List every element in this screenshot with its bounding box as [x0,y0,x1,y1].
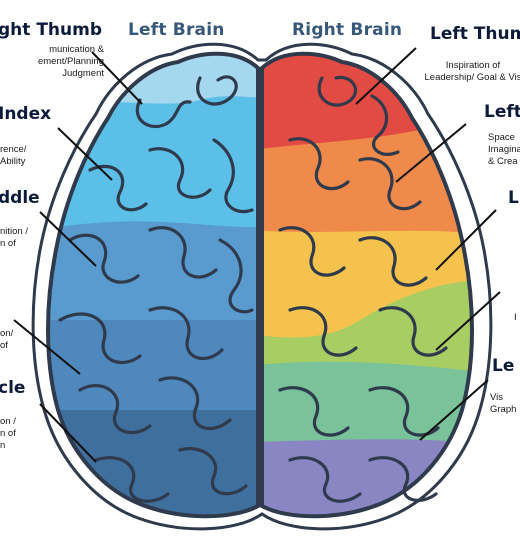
desc-line: & Crea [488,156,518,167]
desc-line: nition / [0,226,28,237]
desc-line: rence/ [0,144,27,155]
desc-line: of [0,340,8,351]
right-zone-5 [262,361,472,450]
left-label-title-3: ddle [0,188,40,208]
leader-line-left-3 [39,211,97,267]
leader-line-left-1 [91,51,143,105]
left-label-desc-3: nition / n of [0,226,28,250]
desc-line: Inspiration of [445,60,501,71]
left-zone-3 [48,221,258,330]
leader-line-right-2 [395,123,467,183]
left-label-desc-4: on/ of [0,328,13,352]
right-label-title-2: Left [484,102,520,122]
desc-line: n [0,440,6,451]
leader-line-left-2 [57,127,113,181]
right-zone-3 [262,230,472,343]
left-label-desc-2: rence/ Ability [0,144,26,168]
right-label-desc-1: Inspiration of Leadership/ Goal & Vis [408,60,520,84]
desc-line: Imaginatio [488,144,520,155]
desc-line: Judgment [62,68,104,79]
right-label-desc-2: Space Imaginatio & Crea [488,132,520,168]
desc-line: ement/Planning [37,56,104,67]
right-label-desc-5: Vis Graph [490,392,516,416]
right-label-desc-4: I [514,312,517,324]
desc-line: Leadership/ Goal & Vis [424,72,520,83]
desc-line: I [514,312,517,323]
right-label-title-3: L [508,188,519,208]
leader-line-right-4 [435,291,501,351]
leader-line-right-3 [435,209,497,271]
left-label-desc-5: on / n of n [0,416,16,452]
desc-line: Ability [0,156,26,167]
right-label-title-1: Left Thumb [430,24,520,44]
right-zone-2 [262,110,472,240]
left-label-title-5: cle [0,378,26,398]
right-label-title-5: Le [492,356,515,376]
left-brain-title: Left Brain [128,20,225,40]
left-label-desc-1: munication & ement/Planning Judgment [0,44,104,80]
desc-line: on / [0,416,16,427]
left-zone-4 [48,320,258,420]
desc-line: Graph [490,404,517,415]
desc-line: n of [0,238,16,249]
left-label-title-1: ght Thumb [0,20,103,40]
desc-line: munication & [49,44,104,55]
leader-lines [13,47,501,463]
leader-line-right-5 [419,379,489,441]
leader-line-left-5 [39,403,97,463]
right-brain-title: Right Brain [292,20,403,40]
leader-line-right-1 [355,47,417,105]
desc-line: n of [0,428,16,439]
left-label-title-2: Index [0,104,52,124]
desc-line: Vis [490,392,504,403]
brain-folds [58,75,448,503]
desc-line: Space [488,132,515,143]
leader-line-left-4 [13,319,81,375]
desc-line: on/ [0,328,14,339]
